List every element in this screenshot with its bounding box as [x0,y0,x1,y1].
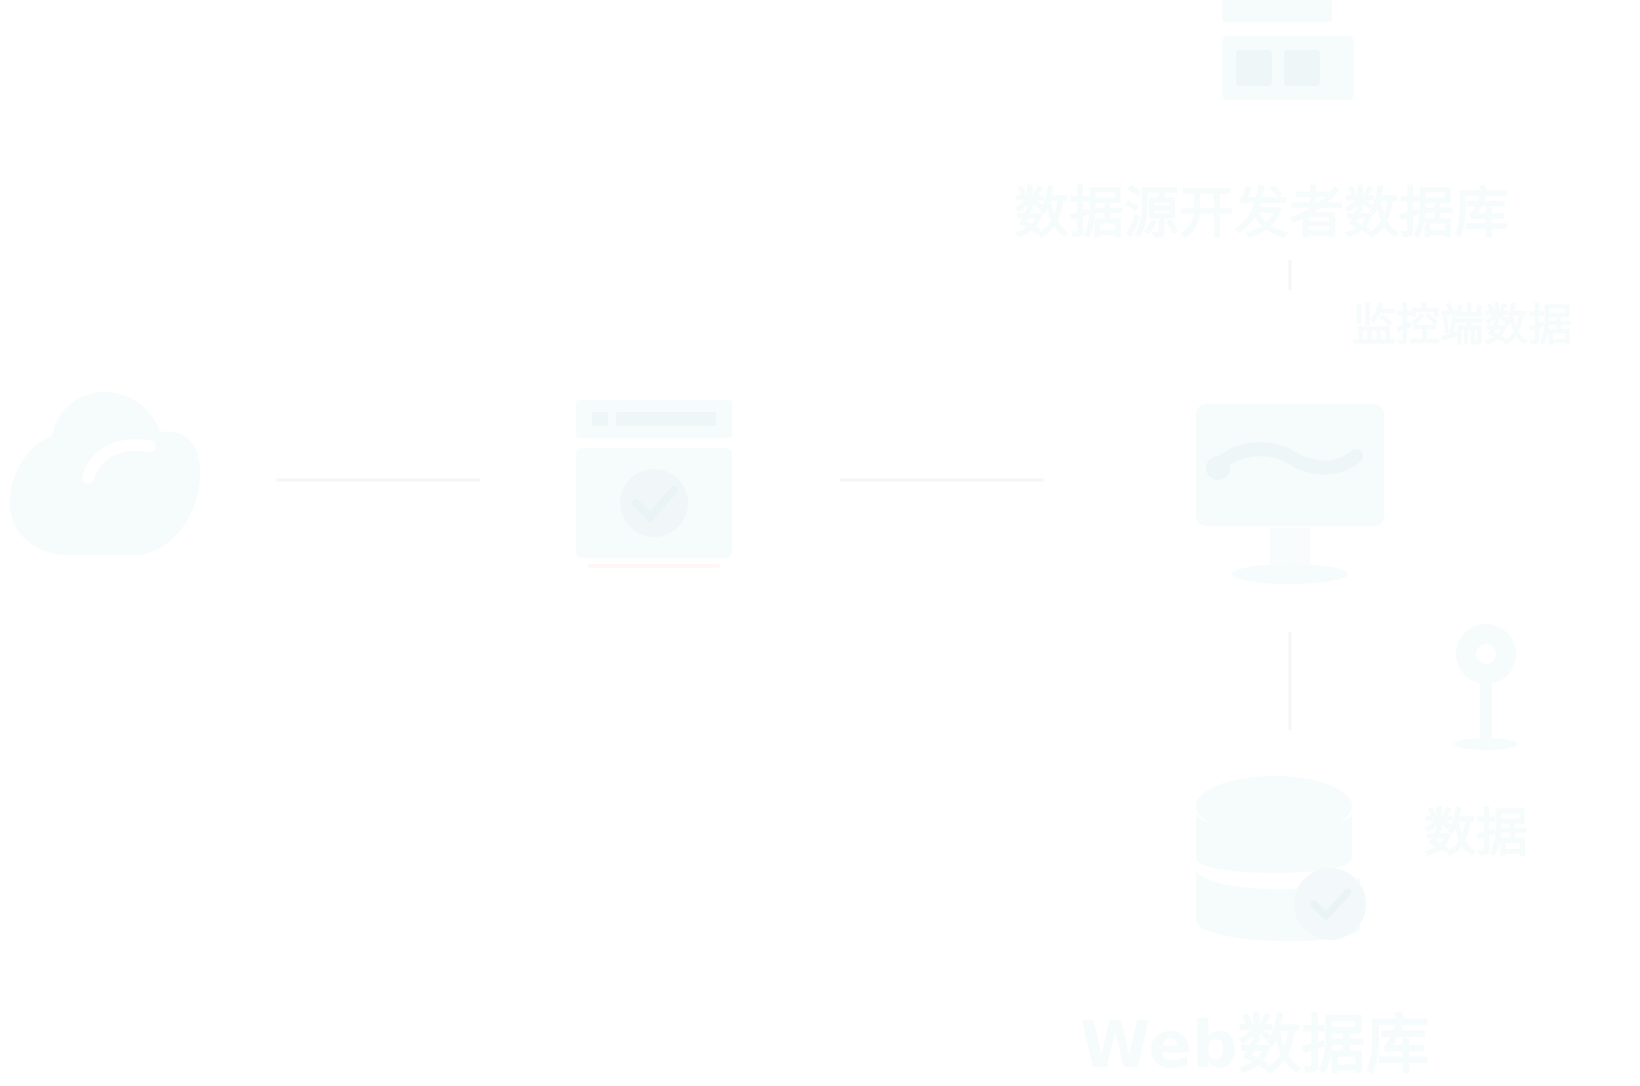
database-icon [1196,776,1366,942]
label-main: 数据源开发者数据库 [1014,181,1510,245]
monitor-icon [1196,404,1384,584]
panel-icon [1222,0,1354,100]
cloud-icon [9,392,201,555]
label-sub: 监控端数据 [1352,300,1572,351]
map-pin-icon [1454,624,1518,750]
label-bottom: Web数据库 [1080,1009,1430,1083]
app-window-icon [576,400,732,568]
label-side: 数据 [1424,804,1529,864]
